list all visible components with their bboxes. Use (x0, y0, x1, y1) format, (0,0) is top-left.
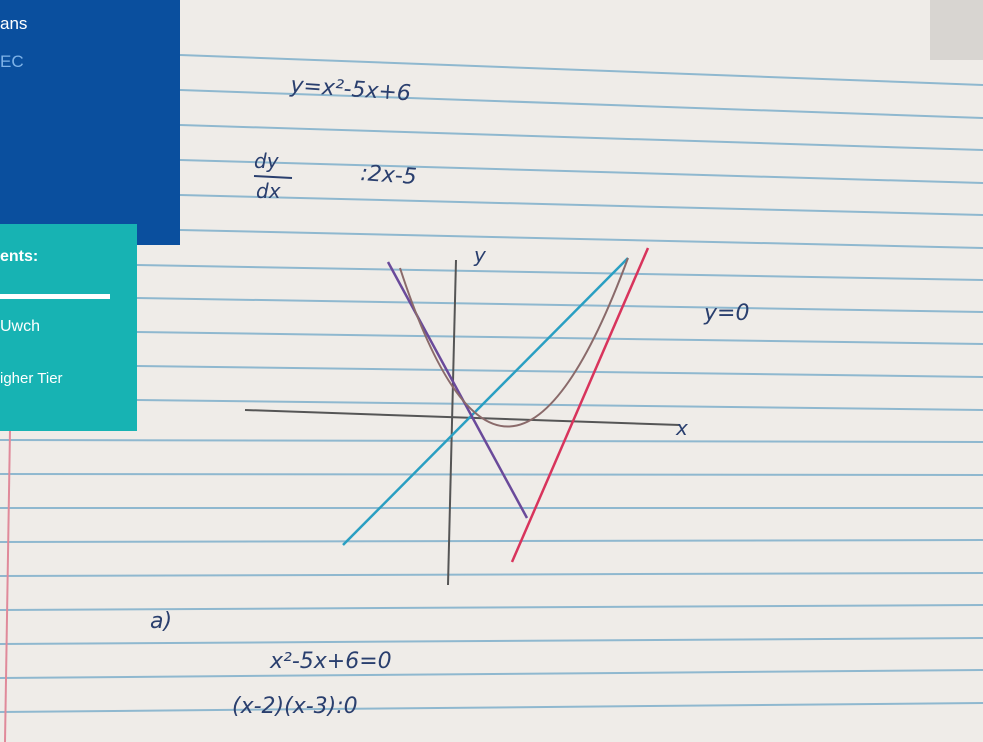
tangent-line-red (510, 247, 650, 563)
component-item-higher-tier: igher Tier (0, 370, 63, 387)
components-panel: ents: Uwch igher Tier (0, 224, 137, 431)
course-title-fragment: ans (0, 14, 28, 33)
heading-underline (0, 294, 110, 299)
tangent-line-blue (342, 257, 629, 546)
y-equals-zero: y=0 (703, 301, 749, 326)
course-subtitle-fragment: EC (0, 52, 24, 71)
derivative-denominator: dx (256, 179, 281, 203)
x-axis-label: x (675, 416, 688, 440)
parabola-curve (399, 257, 629, 428)
margin-line (4, 429, 11, 742)
working-line-2: (x-2)(x-3):0 (232, 694, 358, 719)
derivative-numerator: dy (254, 149, 280, 173)
y-axis-label: y (473, 243, 487, 267)
y-axis-line (447, 259, 457, 586)
components-heading: ents: (0, 248, 39, 265)
course-info-panel: ans EC (0, 0, 180, 245)
derivative-rhs: :2x-5 (360, 161, 418, 190)
part-a-label: a) (150, 609, 172, 634)
x-axis-line (244, 409, 681, 426)
working-line-1: x²-5x+6=0 (269, 649, 392, 674)
component-item-uwch: Uwch (0, 318, 41, 335)
ruled-lines (0, 54, 983, 713)
tangent-line-purple (386, 261, 529, 519)
